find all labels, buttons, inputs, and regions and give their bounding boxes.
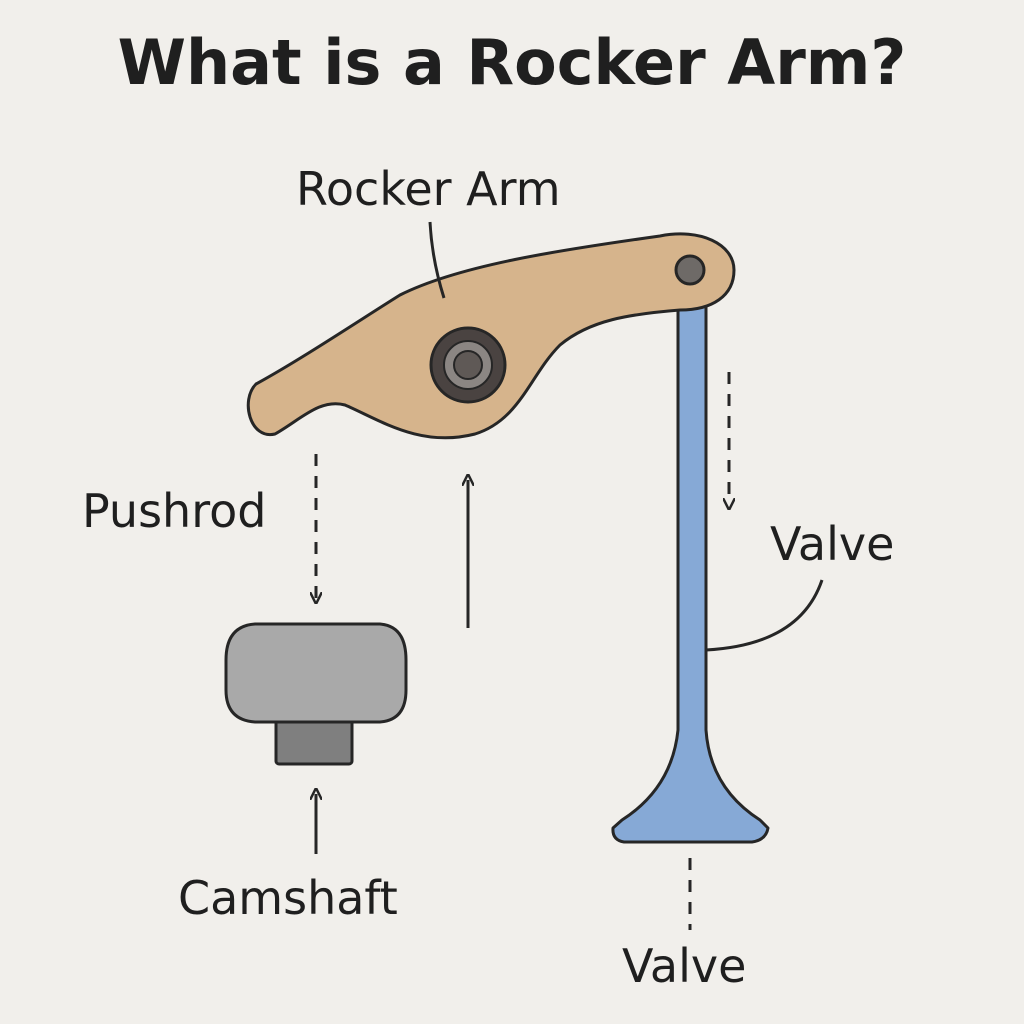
valve-bottom-label: Valve: [622, 939, 746, 993]
diagram-title: What is a Rocker Arm?: [118, 26, 907, 99]
camshaft-label: Camshaft: [178, 871, 398, 925]
camshaft: [224, 622, 408, 766]
camshaft-lobe: [224, 622, 408, 724]
rocker-arm-label: Rocker Arm: [296, 162, 561, 216]
pushrod-label: Pushrod: [82, 484, 266, 538]
valve-body: [611, 304, 770, 844]
valve-tip-pin: [674, 254, 706, 286]
valve-side-label: Valve: [770, 517, 894, 571]
valve: [611, 304, 770, 844]
pivot-inner: [453, 350, 483, 380]
rocker-arm: [246, 232, 736, 440]
rocker-arm-leader: [428, 221, 446, 299]
valve-leader: [705, 579, 824, 652]
